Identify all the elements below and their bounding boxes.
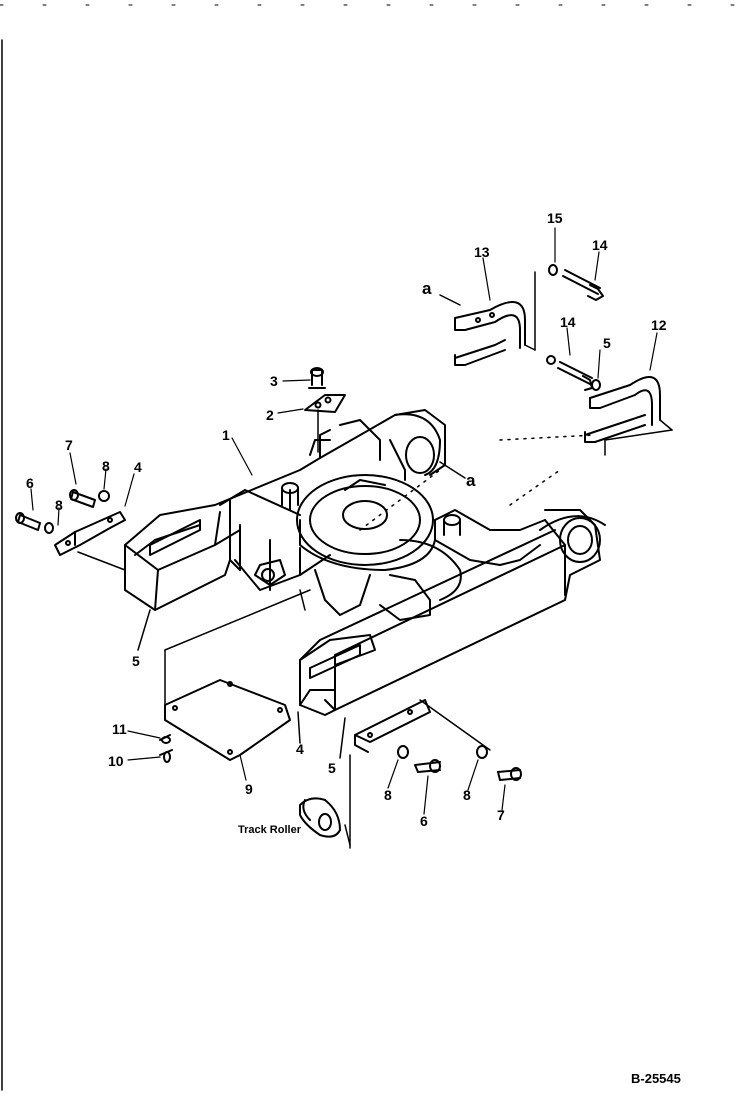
track-roller-label: Track Roller <box>238 824 301 836</box>
callout-7-right: 7 <box>497 807 505 823</box>
track-roller-part <box>299 754 351 849</box>
callout-5-right: 5 <box>328 760 336 776</box>
callout-14-top: 14 <box>592 237 608 253</box>
bolts-and-washers <box>546 264 604 391</box>
callout-8-right-b: 8 <box>463 787 471 803</box>
callout-3: 3 <box>270 373 278 389</box>
cover-plate <box>159 649 291 763</box>
callout-11: 11 <box>112 721 127 737</box>
right-mount-bracket <box>354 699 522 781</box>
callout-a-top: a <box>422 279 432 298</box>
callout-4-left: 4 <box>134 459 142 475</box>
bracket-plate-and-bolt <box>304 367 346 453</box>
callout-6-left: 6 <box>26 475 34 491</box>
callout-a-mid: a <box>466 471 476 490</box>
callout-8-right-a: 8 <box>384 787 392 803</box>
callout-15-top: 15 <box>547 210 563 226</box>
callout-14-mid: 14 <box>560 314 576 330</box>
callout-7-left: 7 <box>65 437 73 453</box>
left-mount-bracket <box>15 489 126 571</box>
callout-8-left-b: 8 <box>55 497 63 513</box>
callout-9: 9 <box>245 781 253 797</box>
callout-1: 1 <box>222 427 230 443</box>
callout-13: 13 <box>474 244 490 260</box>
callout-5-left: 5 <box>132 653 140 669</box>
callout-2: 2 <box>266 407 274 423</box>
reference-code: B-25545 <box>631 1071 681 1086</box>
callout-leaders <box>30 227 658 815</box>
guard-12 <box>584 376 673 456</box>
reference-lines <box>137 434 596 759</box>
callout-15-mid: 5 <box>603 335 611 351</box>
callout-8-left-a: 8 <box>102 458 110 474</box>
guard-13 <box>439 271 536 366</box>
track-frame <box>124 409 606 716</box>
callout-10: 10 <box>108 753 124 769</box>
callout-6-right: 6 <box>420 813 428 829</box>
callout-4-right: 4 <box>296 741 304 757</box>
callout-12: 12 <box>651 317 667 333</box>
